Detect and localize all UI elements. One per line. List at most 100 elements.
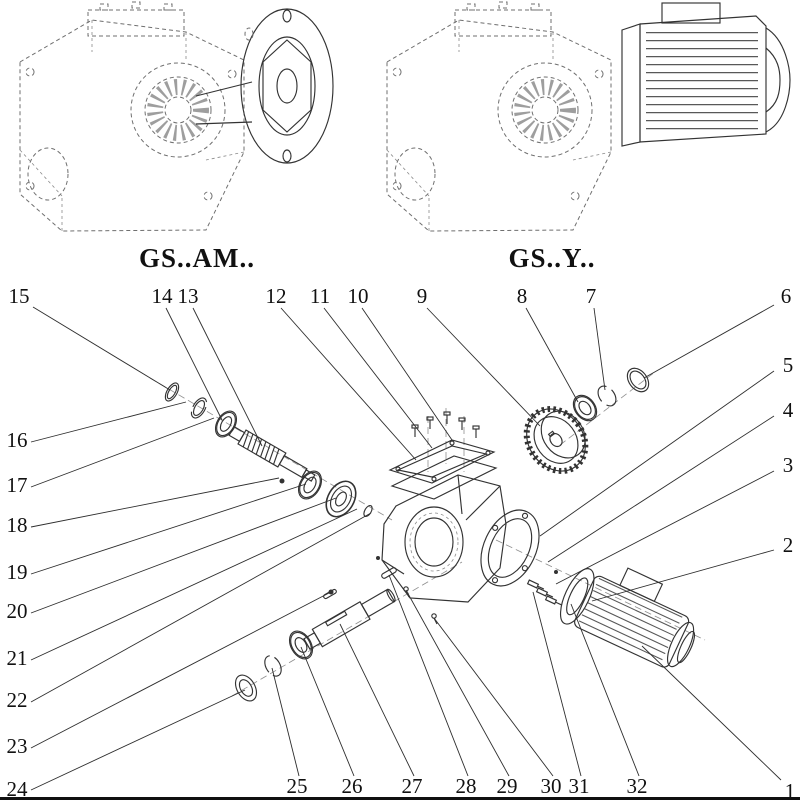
leader-line-1	[641, 645, 782, 781]
callout-32: 32	[627, 774, 648, 798]
gear-housing	[381, 474, 507, 603]
leader-line-30	[433, 617, 554, 777]
callout-26: 26	[342, 774, 363, 798]
gear-axis-line	[559, 371, 656, 446]
leader-line-25	[271, 667, 300, 777]
worm-bearing	[297, 470, 323, 500]
worm-shaft	[228, 425, 316, 482]
callout-25: 25	[287, 774, 308, 798]
callout-11: 11	[310, 284, 330, 308]
callout-19: 19	[7, 560, 28, 584]
model-label-gsy: GS..Y..	[508, 243, 595, 273]
callout-7: 7	[586, 284, 597, 308]
leader-line-28	[388, 574, 469, 777]
output-flange-drawing	[195, 8, 334, 164]
callout-15: 15	[9, 284, 30, 308]
circlip	[597, 385, 617, 407]
output-shaft	[303, 588, 396, 650]
shim-ring	[363, 504, 373, 518]
flange-bolts	[526, 570, 563, 606]
callout-17: 17	[7, 473, 28, 497]
callout-1: 1	[785, 779, 796, 800]
leader-line-7	[593, 307, 606, 391]
callout-28: 28	[456, 774, 477, 798]
callout-23: 23	[7, 734, 28, 758]
leader-line-23	[30, 592, 330, 749]
end-washer	[234, 674, 258, 702]
callout-22: 22	[7, 688, 28, 712]
callout-3: 3	[783, 453, 794, 477]
shaft-key	[381, 567, 397, 579]
worm-wheel-disc	[325, 480, 357, 518]
gearbox-drawing-gsam	[20, 2, 334, 231]
leader-line-18	[30, 477, 280, 528]
leader-line-16	[30, 401, 187, 443]
exploded-motor	[559, 567, 696, 668]
helical-gear	[523, 406, 589, 474]
page-edge	[0, 797, 800, 800]
leader-line-31	[532, 591, 582, 777]
callout-20: 20	[7, 599, 28, 623]
output-axis-line	[231, 561, 463, 697]
leader-line-11	[323, 307, 433, 449]
leader-line-2	[591, 549, 775, 602]
leader-line-6	[643, 304, 775, 379]
callout-8: 8	[517, 284, 528, 308]
callout-29: 29	[497, 774, 518, 798]
leader-line-15	[32, 306, 171, 391]
leader-line-26	[300, 646, 355, 777]
leader-line-20	[30, 497, 337, 614]
callout-18: 18	[7, 513, 28, 537]
leader-line-14	[165, 307, 223, 421]
gear-bearing	[572, 394, 598, 422]
callout-21: 21	[7, 646, 28, 670]
leader-line-5	[539, 370, 775, 537]
exploded-view	[149, 367, 706, 702]
leader-line-8	[525, 307, 579, 403]
leader-line-32	[570, 603, 640, 777]
callout-6: 6	[781, 284, 792, 308]
output-bearing	[288, 630, 314, 660]
leader-line-4	[547, 415, 775, 563]
leader-line-22	[30, 512, 372, 703]
callout-5: 5	[783, 353, 794, 377]
leader-line-12	[280, 307, 417, 461]
callout-14: 14	[152, 284, 174, 308]
motor-drawing	[621, 2, 791, 147]
output-circlip	[264, 655, 282, 677]
seal-cap-ring	[626, 367, 650, 393]
callout-27: 27	[402, 774, 423, 798]
callout-30: 30	[541, 774, 562, 798]
callout-9: 9	[417, 284, 428, 308]
callout-13: 13	[178, 284, 199, 308]
leader-line-10	[361, 307, 453, 441]
callout-4: 4	[783, 398, 794, 422]
leader-line-19	[30, 483, 307, 575]
gearbox-drawing-gsy	[387, 2, 791, 231]
cover-bolts	[411, 411, 480, 438]
leader-line-3	[555, 470, 775, 585]
callout-10: 10	[348, 284, 369, 308]
retaining-ring	[190, 397, 208, 419]
leader-line-24	[30, 689, 246, 791]
cover-gasket	[390, 455, 498, 500]
input-bearing	[214, 410, 238, 438]
callout-16: 16	[7, 428, 28, 452]
callout-31: 31	[569, 774, 590, 798]
leader-line-27	[339, 623, 415, 777]
callout-24: 24	[7, 777, 29, 800]
leader-line-29	[405, 589, 510, 777]
motor-axis-line	[495, 539, 706, 641]
side-flange-cover	[480, 509, 540, 587]
leader-line-9	[426, 307, 541, 427]
leader-line-21	[30, 508, 358, 661]
top-cover-plate	[388, 439, 496, 484]
set-pin	[279, 478, 285, 484]
leader-line-17	[30, 417, 215, 488]
callout-12: 12	[266, 284, 287, 308]
model-label-gsam: GS..AM..	[139, 243, 255, 273]
callout-2: 2	[783, 533, 794, 557]
